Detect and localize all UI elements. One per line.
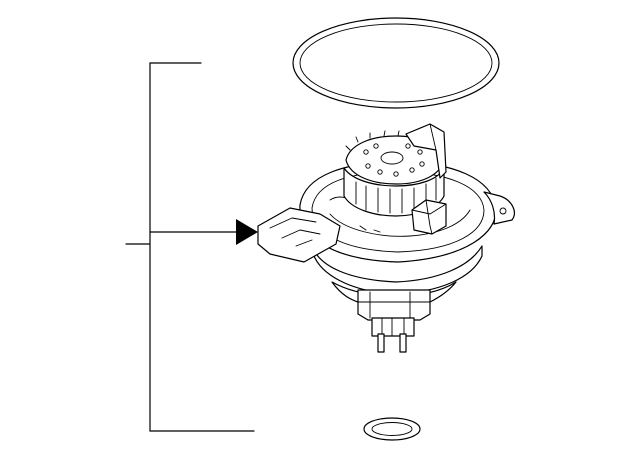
main-assembly (257, 123, 515, 353)
side-block-edge (411, 199, 447, 235)
terminal-pin-left (377, 333, 385, 353)
arrowhead-icon (236, 219, 258, 245)
motor-drum (343, 167, 445, 217)
stem-body (357, 289, 431, 321)
upper-seal-ring (292, 17, 500, 109)
gear-holes (363, 143, 425, 177)
drum-ribs (355, 177, 437, 214)
tab-edge (429, 123, 437, 151)
mounting-ear (483, 191, 515, 225)
stem-connector (371, 317, 415, 337)
connector-block (257, 207, 341, 263)
inner-floor (329, 209, 471, 237)
callout-leaders (125, 62, 258, 432)
stem-detail (357, 291, 431, 319)
mounting-hole (499, 207, 507, 215)
gear-hub (380, 151, 404, 165)
lower-o-ring (363, 417, 421, 441)
terminal-pin-right (399, 333, 407, 353)
stem-connector-detail (381, 317, 405, 337)
connector-detail (257, 217, 321, 247)
upright-tab (405, 123, 447, 179)
housing-skirt (311, 245, 483, 295)
